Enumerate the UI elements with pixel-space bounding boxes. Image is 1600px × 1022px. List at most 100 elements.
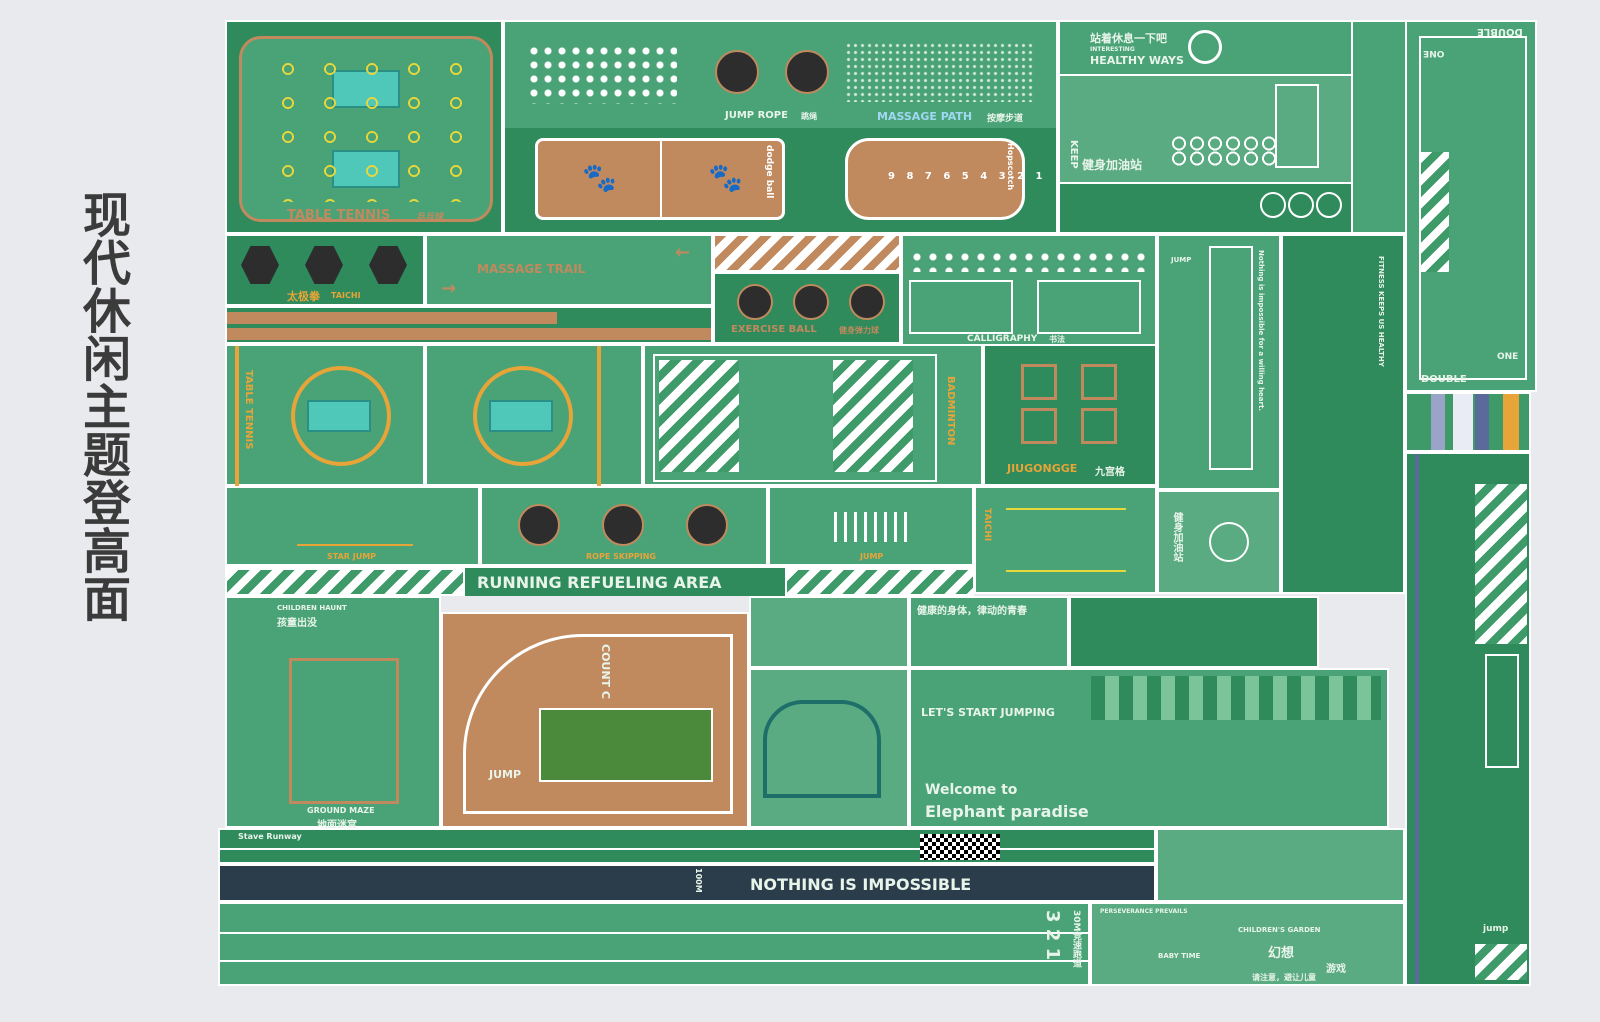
table-tennis-label: TABLE TENNIS: [287, 208, 391, 223]
tan-band: [227, 328, 711, 340]
healthy-ways-header: 站着休息一下吧 INTERESTING HEALTHY WAYS: [1058, 20, 1353, 76]
jump-zone-label: JUMP: [860, 552, 884, 561]
lane-line: [220, 848, 1154, 850]
stave-runway-label: Stave Runway: [238, 832, 302, 841]
paw-icon: 🐾: [582, 161, 617, 194]
zigzag: [297, 504, 413, 546]
exercise-icons-strip: [1058, 182, 1353, 234]
keep-fit-zone: KEEP 健身加油站: [1058, 74, 1353, 184]
count-jump-zone: COUNT C JUMP: [441, 612, 749, 828]
jump-rope-label: JUMP ROPE: [725, 110, 788, 121]
exercise-ball-cn: 健身弹力球: [839, 326, 879, 335]
massage-path-texture: [845, 42, 1035, 102]
stripe-band: [1421, 152, 1449, 272]
children-haunt-cn: 孩童出没: [277, 618, 317, 629]
ground-maze-cn: 地面迷宫: [317, 820, 357, 831]
massage-trail-label: MASSAGE TRAIL: [477, 262, 586, 276]
ball-icon: [793, 284, 829, 320]
running-refueling-label: RUNNING REFUELING AREA: [477, 573, 722, 592]
one-label-bottom: ONE: [1497, 352, 1519, 362]
court-box: [1275, 84, 1319, 168]
double-label-bottom: DOUBLE: [1421, 374, 1467, 385]
childrens-garden-label: CHILDREN'S GARDEN: [1238, 926, 1321, 934]
smiley-icon: [1188, 30, 1222, 64]
jiugongge-cn: 九宫格: [1095, 467, 1125, 478]
calligraphy-grid: [1037, 280, 1141, 334]
ball-icon: [849, 284, 885, 320]
elephant-paradise-zone: LET'S START JUMPING Welcome to Elephant …: [909, 668, 1389, 828]
jiugongge-label: JIUGONGGE: [1007, 462, 1078, 475]
grid-box: [1081, 408, 1117, 444]
court-line: [660, 141, 662, 217]
thirty-m-label: 30M竞速跑道: [1071, 910, 1081, 968]
massage-dots: [527, 44, 677, 104]
massage-path-label: MASSAGE PATH: [877, 110, 973, 123]
skip-icon: [686, 504, 728, 546]
jump-marks: [834, 512, 910, 542]
table-tennis-side-label: TABLE TENNIS: [243, 370, 254, 450]
star-jump-label: STAR JUMP: [327, 552, 377, 561]
taichi-zone: 太极拳 TAICHI: [225, 234, 425, 306]
grid-box: [1021, 408, 1057, 444]
sprint-track: 3 2 1 30M竞速跑道: [218, 902, 1090, 986]
notice-cn: 请注意，避让儿童: [1252, 973, 1316, 982]
ring: [291, 366, 391, 466]
table-tennis-zone-2: TABLE TENNIS: [225, 344, 425, 488]
stripe: [1503, 394, 1519, 450]
ring: [473, 366, 573, 466]
jump-rope-cn: 跳绳: [801, 112, 817, 121]
lane-line: [1415, 454, 1419, 984]
hopscotch-right: [1485, 654, 1519, 768]
stave-runway: Stave Runway: [218, 828, 1156, 864]
jump-count-label: JUMP: [489, 768, 522, 781]
badminton-court: [653, 354, 937, 482]
taichi-cn: 太极拳: [287, 290, 320, 303]
jiugongge-zone: JIUGONGGE 九宫格: [983, 344, 1157, 486]
interesting-label: INTERESTING: [1090, 46, 1135, 53]
paw-icon: 🐾: [708, 161, 743, 194]
childrens-garden-zone: PERSEVERANCE PREVAILS CHILDREN'S GARDEN …: [1090, 902, 1405, 986]
welcome-label: Welcome to: [925, 782, 1018, 798]
double-label: DOUBLE: [1477, 26, 1523, 37]
orange-line: [235, 346, 239, 488]
stripe: [1431, 394, 1445, 450]
calligraphy-grid: [909, 280, 1013, 334]
jump-rope-zone: JUMP ROPE 跳绳 MASSAGE PATH 按摩步道: [503, 20, 1058, 130]
table-tennis-cn: 乒乓球: [417, 213, 445, 223]
lets-start-label: LET'S START JUMPING: [921, 706, 1055, 719]
taichi-side-label: TAICHI: [982, 508, 992, 542]
exercise-icon: [1316, 192, 1342, 218]
stripe: [1453, 394, 1473, 450]
dodgeball-label: dodge ball: [764, 145, 774, 199]
perseverance-label: PERSEVERANCE PREVAILS: [1100, 908, 1188, 915]
banner-bg: [465, 568, 785, 596]
table-tennis-zone: TABLE TENNIS 乒乓球: [225, 20, 503, 234]
healthy-ways-label: HEALTHY WAYS: [1090, 54, 1184, 67]
spin-icon: [305, 246, 343, 284]
jump-ladder-zone: JUMP Nothing is impossible for a willing…: [1157, 234, 1281, 490]
keep-label: KEEP: [1068, 140, 1079, 169]
nothing-impossible-label: NOTHING IS IMPOSSIBLE: [750, 875, 972, 894]
hundred-m-label: 100M: [694, 868, 703, 893]
lane-line: [220, 932, 1088, 934]
stripe-band: [227, 570, 463, 594]
small-track-zone: [1156, 828, 1405, 902]
stripe-band: [1475, 484, 1527, 644]
rest-cn: 站着休息一下吧: [1090, 32, 1167, 45]
skip-icon: [715, 50, 759, 94]
grid-box: [1081, 364, 1117, 400]
nothing-impossible-band: NOTHING IS IMPOSSIBLE 100M: [218, 864, 1156, 902]
hopscotch-court: Hopscotch 9 8 7 6 5 4 3 2 1: [845, 138, 1042, 220]
jump-label: JUMP: [1171, 256, 1192, 264]
taichi-grid: [1006, 508, 1126, 572]
lane-numbers: 3 2 1: [1042, 910, 1063, 961]
dodgeball-court: 🐾 🐾 dodge ball: [535, 138, 785, 220]
orange-line: [597, 346, 601, 488]
color-stripes: [1405, 392, 1531, 452]
exercise-illustration: [749, 596, 909, 668]
tennis-table: [489, 400, 553, 432]
spin-icon: [241, 246, 279, 284]
fitness-icons-zone: [1069, 596, 1319, 668]
badminton-zone: BADMINTON: [643, 344, 983, 486]
rope-skipping-zone: ROPE SKIPPING: [480, 486, 768, 566]
